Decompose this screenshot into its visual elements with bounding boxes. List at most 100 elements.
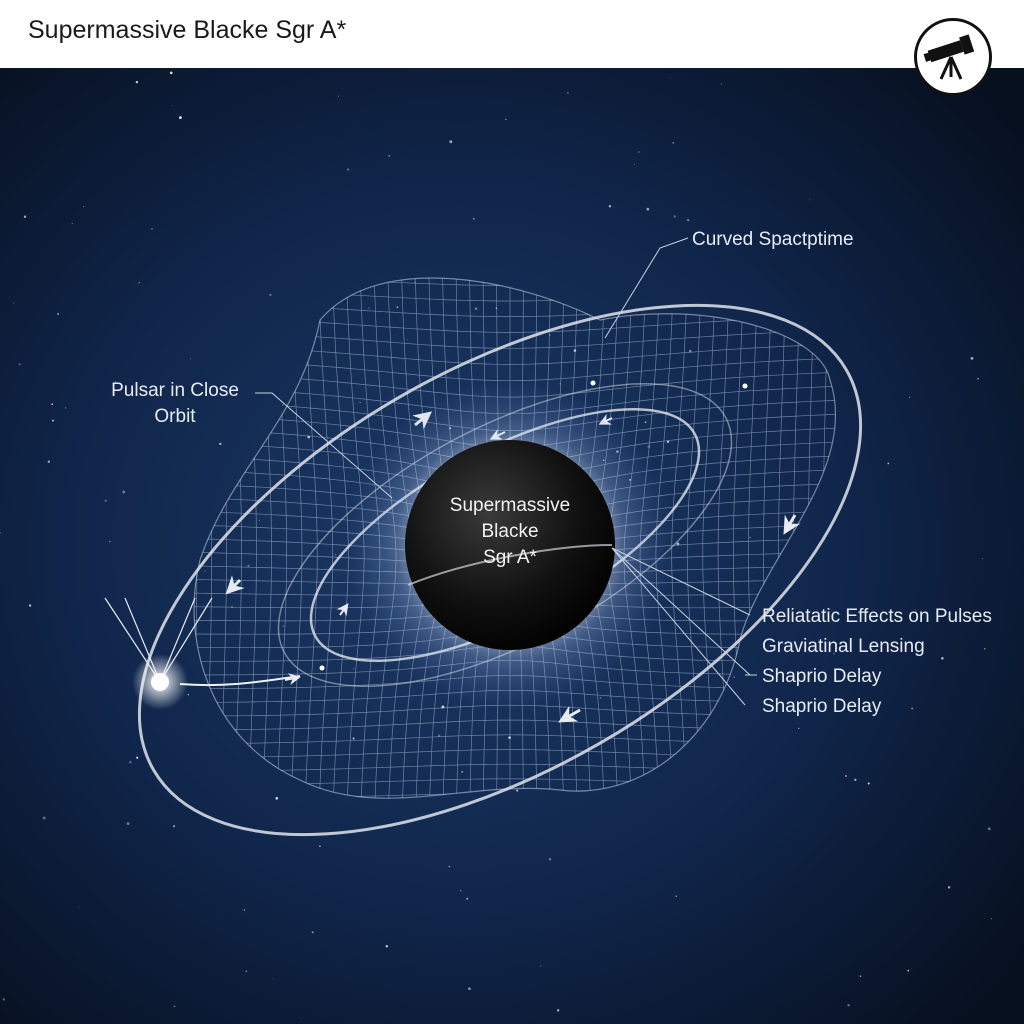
header-bar: Supermassive Blacke Sgr A* [0, 0, 1024, 68]
black-hole [405, 440, 615, 650]
pulsar-callout-line [255, 392, 393, 499]
star [275, 796, 279, 800]
star [887, 462, 890, 465]
star [859, 975, 862, 978]
star [136, 756, 139, 759]
star [108, 540, 111, 543]
star [970, 357, 974, 360]
star [359, 402, 361, 404]
star [135, 80, 139, 84]
star [42, 816, 46, 820]
spacetime-diagram [0, 68, 1024, 1024]
star [57, 312, 60, 315]
star [675, 895, 677, 897]
black-hole-label-line: Supermassive [449, 495, 571, 516]
star [833, 652, 835, 655]
pulsar-label: Pulsar in Close Orbit [94, 378, 256, 430]
star [634, 164, 635, 165]
star [567, 92, 569, 94]
small-body [319, 665, 325, 671]
star [0, 531, 1, 534]
star [911, 707, 913, 710]
star [172, 105, 174, 106]
star [672, 141, 675, 144]
star [385, 945, 389, 948]
pulsar-label-line: Orbit [154, 406, 196, 427]
star [104, 499, 107, 503]
star [798, 727, 800, 730]
black-hole-label-line: Sgr A* [483, 547, 537, 568]
star [52, 419, 54, 422]
star [122, 490, 126, 494]
star [64, 407, 67, 409]
star [608, 205, 612, 208]
star [741, 373, 743, 375]
star [406, 339, 408, 340]
effects-callout-line [611, 547, 751, 676]
star [720, 83, 722, 85]
star [190, 358, 192, 360]
star [676, 542, 680, 546]
star [461, 771, 463, 773]
star [346, 168, 350, 171]
star [907, 969, 910, 972]
effect-label: Shaprio Delay [762, 696, 882, 717]
star [169, 71, 173, 75]
star [987, 827, 991, 831]
star [459, 889, 462, 892]
star [301, 1018, 302, 1020]
star [259, 519, 261, 521]
orbit-arrow [783, 514, 801, 535]
star [187, 694, 189, 696]
star [472, 217, 475, 220]
effect-label: Graviatinal Lensing [762, 636, 925, 657]
star [71, 222, 73, 224]
star [47, 460, 50, 463]
star [947, 886, 951, 889]
star [178, 116, 182, 120]
star [151, 228, 153, 230]
star [311, 931, 314, 934]
star [977, 377, 979, 380]
star [941, 657, 944, 660]
star [352, 668, 354, 670]
grid-line [317, 278, 334, 799]
pulsar-label-line: Pulsar in Close [111, 380, 239, 401]
star [352, 737, 355, 740]
spacetime-grid [194, 278, 836, 799]
star [749, 536, 751, 539]
star [83, 206, 85, 208]
star [687, 219, 690, 222]
orbit-arrow [558, 705, 581, 723]
star [990, 918, 993, 920]
star [243, 908, 246, 911]
star [644, 421, 647, 423]
star [983, 647, 986, 650]
star [413, 281, 416, 283]
spacetime-label: Curved Spactptime [692, 229, 854, 250]
effect-label: Shaprio Delay [762, 666, 882, 687]
star [540, 965, 542, 967]
star [126, 822, 130, 825]
star [646, 207, 650, 211]
star [821, 461, 823, 462]
star [867, 782, 870, 785]
star [247, 564, 250, 567]
star [338, 95, 339, 97]
black-hole-label-line: Blacke [481, 521, 539, 542]
star [468, 987, 471, 991]
star [282, 625, 284, 627]
star [808, 199, 811, 201]
star [281, 404, 284, 406]
star [844, 775, 847, 777]
outer-orbit [137, 303, 863, 837]
star [505, 118, 507, 121]
telescope-icon [914, 18, 992, 96]
orbit-arrow [225, 575, 245, 595]
star [51, 403, 53, 405]
star [908, 396, 911, 398]
star [638, 151, 640, 153]
star [204, 570, 206, 573]
star [847, 1003, 850, 1007]
star [173, 1005, 176, 1008]
